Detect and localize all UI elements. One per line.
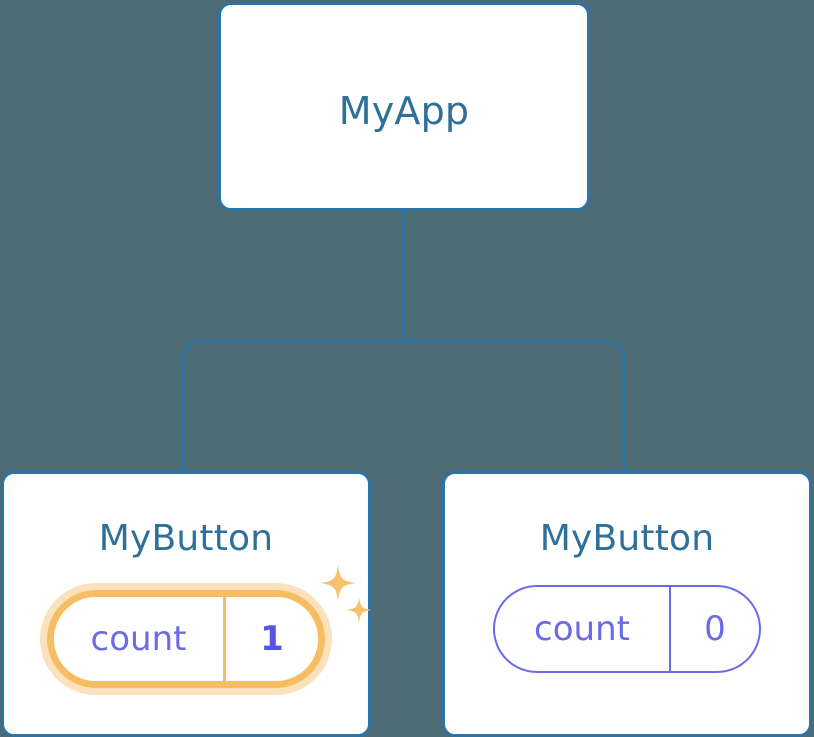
node-myapp[interactable]: MyApp xyxy=(218,2,590,211)
prop-pill-halo xyxy=(40,583,332,695)
prop-pill-inner: count 1 xyxy=(54,597,318,681)
prop-key-right: count xyxy=(495,587,671,671)
prop-key-left: count xyxy=(54,597,226,681)
node-mybutton-right-label: MyButton xyxy=(539,518,715,559)
connector-branch-bar xyxy=(182,340,626,471)
node-myapp-label: MyApp xyxy=(338,89,470,133)
prop-pill-plain-wrap: count 0 xyxy=(445,585,809,673)
prop-value-right: 0 xyxy=(704,609,726,649)
sparkle-large-icon xyxy=(320,565,356,601)
prop-pill-highlighted[interactable]: count 1 xyxy=(40,565,372,695)
sparkle-small-icon xyxy=(346,597,372,623)
prop-pill-plain[interactable]: count 0 xyxy=(493,585,761,673)
node-mybutton-right[interactable]: MyButton count 0 xyxy=(442,471,812,737)
node-mybutton-left-label: MyButton xyxy=(98,518,274,559)
prop-value-left: 1 xyxy=(260,619,284,659)
node-mybutton-left[interactable]: MyButton count 1 xyxy=(1,471,372,737)
